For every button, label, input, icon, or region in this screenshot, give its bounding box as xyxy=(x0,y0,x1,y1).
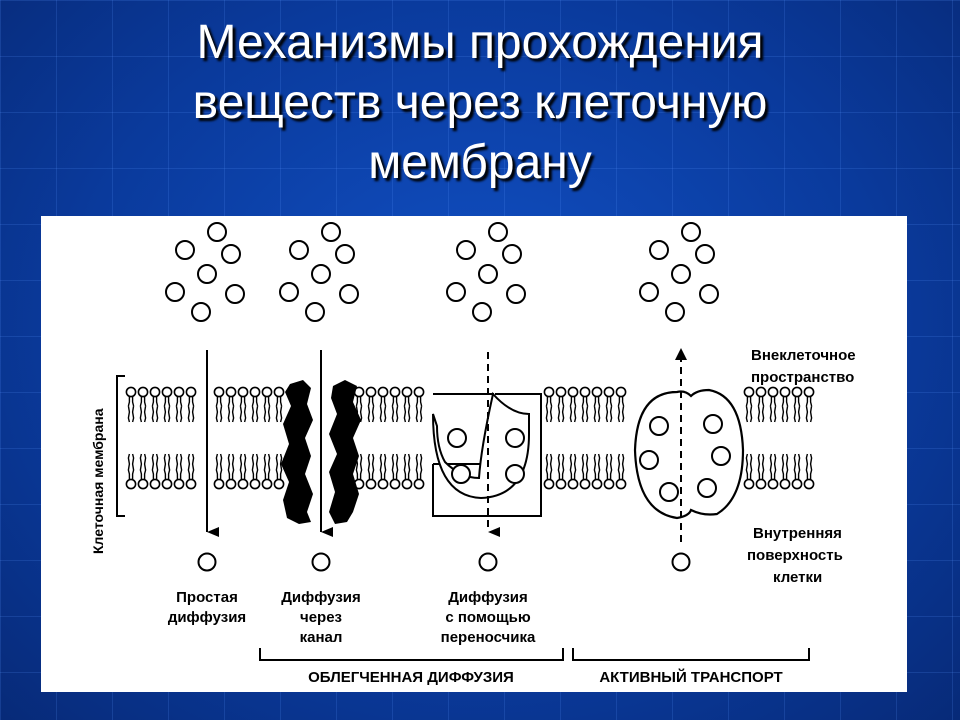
molecule xyxy=(207,222,227,242)
slide-title: Механизмы прохождения веществ через клет… xyxy=(0,0,960,205)
molecule xyxy=(665,302,685,322)
membrane-transport-figure: Клеточная мембрана xyxy=(41,216,907,692)
title-line-3: мембрану xyxy=(368,135,592,189)
carrier-protein xyxy=(432,391,542,517)
carrier-diffusion-label-3: переносчика xyxy=(441,629,536,646)
extracellular-label-1: Внеклеточное xyxy=(751,347,856,364)
active-transport-label: АКТИВНЫЙ ТРАНСПОРТ xyxy=(599,668,782,686)
molecule xyxy=(279,282,299,302)
molecule xyxy=(472,302,492,322)
molecule xyxy=(339,284,359,304)
carrier-diffusion-label-1: Диффузия xyxy=(448,589,528,606)
intracellular-label-2: поверхность xyxy=(747,547,843,564)
molecule xyxy=(446,282,466,302)
molecule xyxy=(321,222,341,242)
membrane-bracket xyxy=(116,375,125,517)
transport-pump xyxy=(633,388,745,520)
molecule xyxy=(289,240,309,260)
intracellular-label-3: клетки xyxy=(773,569,822,586)
molecule xyxy=(221,244,241,264)
arrow-active-transport xyxy=(675,348,687,542)
facilitated-diffusion-label: ОБЛЕГЧЕННАЯ ДИФФУЗИЯ xyxy=(308,669,514,686)
channel-diffusion-label-1: Диффузия xyxy=(281,589,361,606)
title-line-2: веществ через клеточную xyxy=(192,75,768,129)
membrane-label: Клеточная мембрана xyxy=(90,408,106,554)
active-transport-bracket xyxy=(572,648,810,661)
channel-protein xyxy=(281,380,361,524)
molecule-inside-1 xyxy=(197,552,217,572)
title-line-1: Механизмы прохождения xyxy=(196,15,764,69)
molecule xyxy=(197,264,217,284)
molecule xyxy=(699,284,719,304)
molecule xyxy=(165,282,185,302)
simple-diffusion-label-1: Простая xyxy=(176,589,238,606)
molecule xyxy=(671,264,691,284)
channel-diffusion-label-3: канал xyxy=(300,629,343,646)
molecule-cluster-1 xyxy=(165,222,245,322)
molecule xyxy=(639,282,659,302)
molecule xyxy=(191,302,211,322)
molecule xyxy=(502,244,522,264)
molecule xyxy=(175,240,195,260)
molecule xyxy=(478,264,498,284)
membrane-diagram: Клеточная мембрана xyxy=(90,222,856,686)
molecule-inside-2 xyxy=(311,552,331,572)
molecule xyxy=(335,244,355,264)
molecule-cluster-3 xyxy=(446,222,526,322)
carrier-diffusion-label-2: с помощью xyxy=(445,609,530,626)
molecule xyxy=(506,284,526,304)
molecule-cluster-2 xyxy=(279,222,359,322)
molecule-inside-3 xyxy=(478,552,498,572)
molecule xyxy=(305,302,325,322)
molecule xyxy=(681,222,701,242)
molecule xyxy=(488,222,508,242)
extracellular-label-2: пространство xyxy=(751,369,854,386)
intracellular-label-1: Внутренняя xyxy=(753,525,842,542)
molecule-inside-4 xyxy=(671,552,691,572)
molecule-cluster-4 xyxy=(639,222,719,322)
molecule xyxy=(456,240,476,260)
simple-diffusion-label-2: диффузия xyxy=(168,609,246,626)
molecule xyxy=(649,240,669,260)
facilitated-diffusion-bracket xyxy=(259,648,564,661)
molecule xyxy=(311,264,331,284)
molecule xyxy=(695,244,715,264)
channel-diffusion-label-2: через xyxy=(300,609,342,626)
molecule xyxy=(225,284,245,304)
